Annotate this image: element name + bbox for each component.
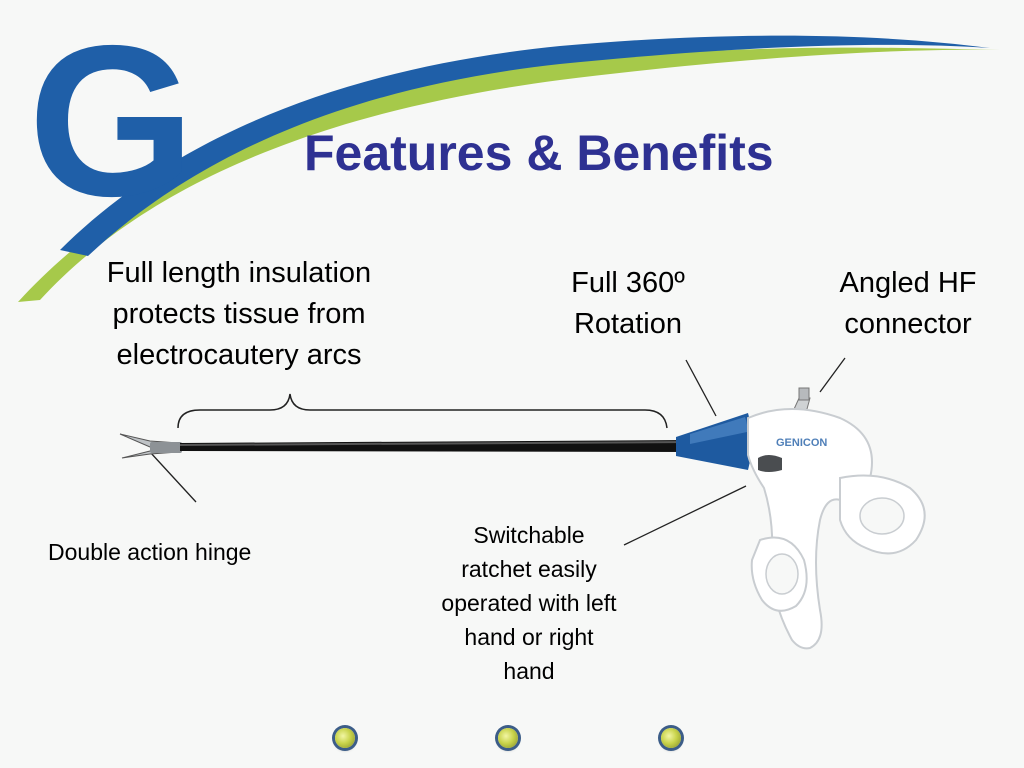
leader-rotation — [685, 359, 717, 417]
leader-hinge — [149, 451, 197, 503]
slide-title: Features & Benefits — [304, 125, 774, 181]
callout-rotation-line-2: Rotation — [573, 308, 682, 340]
callout-insulation-line-2: protects tissue from — [112, 298, 366, 330]
callout-hf-line-2: connector — [844, 308, 972, 340]
nav-home-button[interactable] — [498, 728, 518, 748]
callout-rotation: Full 360º Rotation — [536, 263, 720, 345]
callout-ratchet-line-1: Switchable — [473, 522, 585, 548]
instrument-jaws — [119, 433, 182, 459]
instrument-handle — [747, 408, 926, 650]
rotation-knob — [676, 413, 752, 470]
callout-ratchet: Switchable ratchet easily operated with … — [414, 518, 644, 688]
callout-ratchet-line-5: hand — [503, 658, 555, 684]
callout-rotation-line-1: Full 360º — [571, 267, 685, 299]
insulation-bracket — [177, 393, 668, 429]
callout-hf-line-1: Angled HF — [839, 267, 977, 299]
callout-insulation-line-1: Full length insulation — [106, 257, 372, 289]
callout-ratchet-line-3: operated with left — [441, 590, 617, 616]
callout-ratchet-line-4: hand or right — [464, 624, 594, 650]
callout-insulation-line-3: electrocautery arcs — [116, 339, 362, 371]
callout-hinge-line-1: Double action hinge — [48, 539, 252, 565]
genicon-logo: G — [18, 0, 1000, 303]
instrument-shaft — [180, 440, 690, 452]
device-brand-label: GENICON — [776, 437, 827, 449]
leader-ratchet — [623, 485, 747, 546]
callout-insulation: Full length insulation protects tissue f… — [66, 253, 412, 376]
logo-letter: G — [28, 0, 195, 241]
nav-prev-button[interactable] — [335, 728, 355, 748]
leader-hf-connector — [819, 357, 846, 393]
callout-ratchet-line-2: ratchet easily — [461, 556, 597, 582]
callout-hinge: Double action hinge — [48, 535, 310, 569]
nav-next-button[interactable] — [661, 728, 681, 748]
callout-hf-connector: Angled HF connector — [808, 263, 1008, 345]
logo-blue-swoosh — [60, 35, 990, 257]
